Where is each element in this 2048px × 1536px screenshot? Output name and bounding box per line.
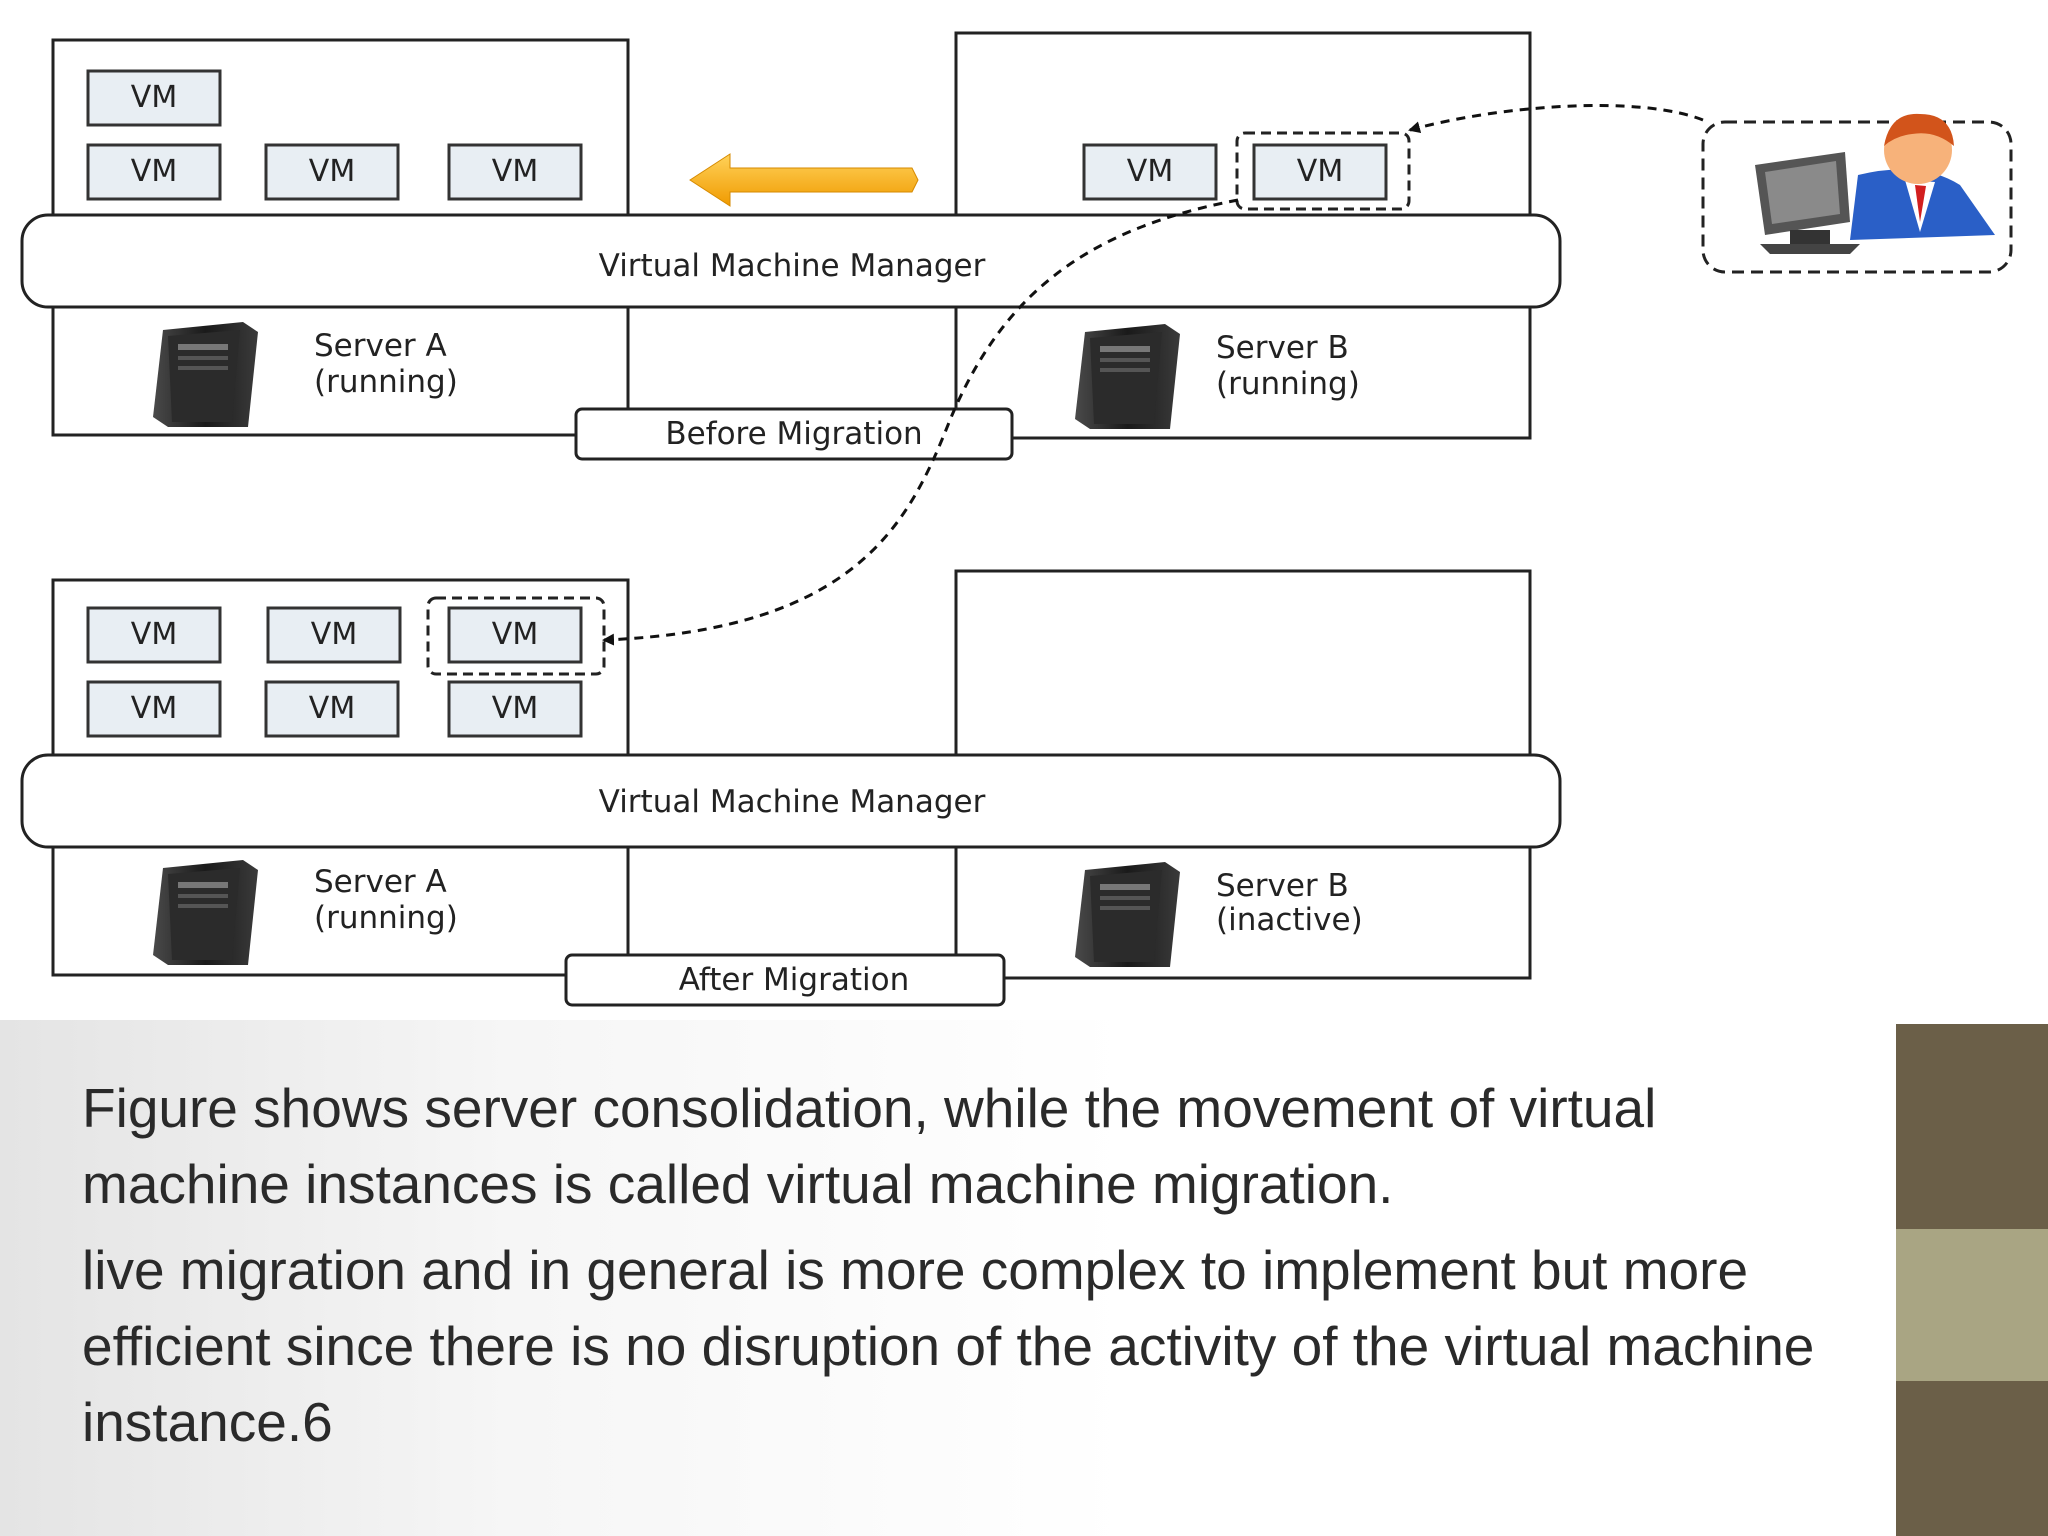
vm-box: VM [447, 680, 583, 738]
vmm-label: Virtual Machine Manager [599, 784, 986, 820]
vm-label: VM [131, 691, 177, 726]
before-migration-label: Before Migration [665, 416, 922, 452]
migrating-vm-outline [1235, 131, 1411, 211]
vm-box: VM [447, 143, 583, 201]
server-b-name: Server B [1216, 868, 1349, 904]
slide-text: Figure shows server consolidation, while… [82, 1070, 1862, 1470]
migration-path [602, 198, 1239, 646]
vm-label: VM [492, 617, 538, 652]
paragraph-consolidation: Figure shows server consolidation, while… [82, 1077, 1657, 1215]
admin-command-path [1408, 104, 1704, 134]
server-tower-icon [153, 860, 258, 965]
server-tower-icon [1075, 324, 1180, 429]
server-b-name: Server B [1216, 330, 1349, 366]
vmm-label: Virtual Machine Manager [599, 248, 986, 284]
vmm-bar [20, 753, 1562, 849]
vm-label: VM [492, 691, 538, 726]
server-a-name: Server A [314, 864, 447, 900]
vm-label: VM [309, 154, 355, 189]
before-migration-panel: VM VM VM VM VM VM Virtual Machine Manage… [20, 31, 1562, 461]
server-b-state: (running) [1216, 366, 1360, 402]
after-migration-panel: VM VM VM VM VM VM Virtual Machine Manage… [20, 569, 1562, 1007]
administrator-icon [1755, 113, 1995, 254]
migrated-vm-outline [426, 596, 606, 676]
decor-block-dark-top [1896, 1024, 2048, 1229]
server-tower-icon [1075, 862, 1180, 967]
paragraph-live-migration: live migration and in general is more co… [82, 1239, 1815, 1453]
vm-box-migrating: VM [1252, 143, 1388, 201]
vm-label: VM [1127, 154, 1173, 189]
vm-label: VM [1297, 154, 1343, 189]
vm-box-migrated: VM [447, 606, 583, 664]
after-migration-tag [564, 953, 1006, 1007]
vmm-bar [20, 213, 1562, 309]
before-migration-tag [574, 407, 1014, 461]
vm-box: VM [86, 143, 222, 201]
vm-label: VM [309, 691, 355, 726]
vm-label: VM [311, 617, 357, 652]
migration-diagram: VM VM VM VM VM VM Virtual Machine Manage… [20, 31, 2013, 1007]
vm-label: VM [131, 80, 177, 115]
vm-label: VM [492, 154, 538, 189]
after-migration-label: After Migration [679, 962, 909, 998]
administrator [1701, 113, 2013, 274]
server-a-state: (running) [314, 364, 458, 400]
vm-box: VM [86, 606, 222, 664]
vm-box: VM [1082, 143, 1218, 201]
vm-label: VM [131, 617, 177, 652]
arrow-left-icon [689, 153, 919, 207]
slide-text-area [0, 1020, 2048, 1536]
server-a-name: Server A [314, 328, 447, 364]
administrator-outline [1701, 120, 2013, 274]
vm-label: VM [131, 154, 177, 189]
server-a-state: (running) [314, 900, 458, 936]
vm-box: VM [266, 606, 402, 664]
decor-block-dark-bottom [1896, 1381, 2048, 1536]
vm-box: VM [264, 143, 400, 201]
vm-box: VM [264, 680, 400, 738]
decor-block-light [1896, 1229, 2048, 1381]
server-b-state: (inactive) [1216, 902, 1363, 938]
vm-box: VM [86, 69, 222, 127]
server-tower-icon [153, 322, 258, 427]
vm-box: VM [86, 680, 222, 738]
